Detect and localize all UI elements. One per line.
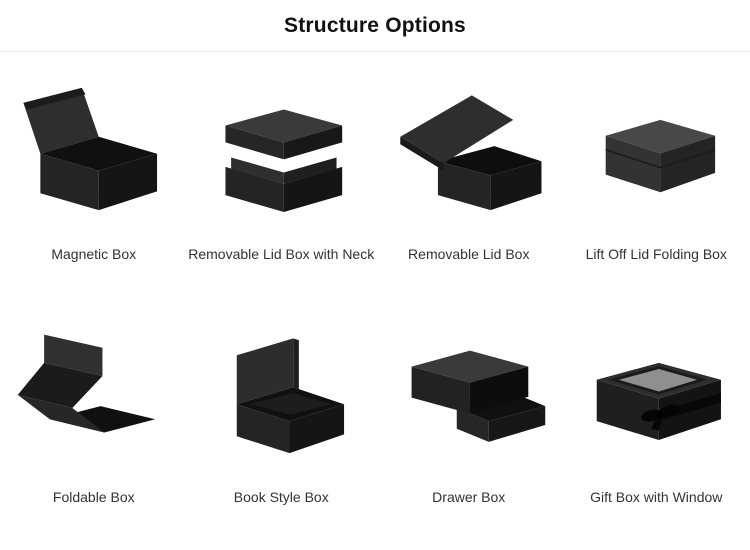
foldable-box-icon bbox=[17, 334, 155, 432]
book-style-box-icon bbox=[237, 337, 345, 453]
title-divider bbox=[0, 51, 750, 52]
structure-options-grid: Magnetic Box Removable Lid Box with Neck bbox=[0, 52, 750, 538]
caption-drawer-box: Drawer Box bbox=[432, 489, 506, 505]
caption-foldable-box: Foldable Box bbox=[52, 489, 135, 505]
caption-removable-lid-box: Removable Lid Box bbox=[408, 246, 530, 262]
removable-lid-box-image bbox=[375, 52, 563, 245]
caption-removable-lid-box-with-neck: Removable Lid Box with Neck bbox=[188, 246, 375, 262]
drawer-box-icon bbox=[411, 350, 545, 442]
page-title: Structure Options bbox=[284, 14, 466, 37]
removable-lid-box-icon bbox=[400, 94, 542, 210]
foldable-box-image bbox=[0, 295, 188, 488]
lift-off-lid-folding-box-icon bbox=[605, 119, 716, 192]
grid-item-book-style-box: Book Style Box bbox=[188, 295, 376, 538]
caption-magnetic-box: Magnetic Box bbox=[51, 246, 137, 262]
section-header: Structure Options bbox=[0, 0, 750, 38]
caption-gift-box-with-window: Gift Box with Window bbox=[590, 489, 723, 505]
grid-item-removable-lid-box-with-neck: Removable Lid Box with Neck bbox=[188, 52, 376, 295]
caption-book-style-box: Book Style Box bbox=[233, 489, 329, 505]
removable-lid-box-with-neck-icon bbox=[225, 108, 343, 212]
magnetic-box-icon bbox=[23, 87, 157, 210]
grid-item-drawer-box: Drawer Box bbox=[375, 295, 563, 538]
drawer-box-image bbox=[375, 295, 563, 488]
magnetic-box-image bbox=[0, 52, 188, 245]
removable-lid-box-with-neck-image bbox=[188, 52, 376, 245]
gift-box-with-window-icon bbox=[596, 362, 722, 440]
grid-item-gift-box-with-window: Gift Box with Window bbox=[563, 295, 750, 538]
lift-off-lid-folding-box-image bbox=[563, 52, 750, 245]
grid-item-magnetic-box: Magnetic Box bbox=[0, 52, 188, 295]
grid-item-removable-lid-box: Removable Lid Box bbox=[375, 52, 563, 295]
grid-item-lift-off-lid-folding-box: Lift Off Lid Folding Box bbox=[563, 52, 750, 295]
caption-lift-off-lid-folding-box: Lift Off Lid Folding Box bbox=[585, 246, 727, 262]
grid-item-foldable-box: Foldable Box bbox=[0, 295, 188, 538]
gift-box-with-window-image bbox=[563, 295, 750, 488]
book-style-box-image bbox=[188, 295, 376, 488]
